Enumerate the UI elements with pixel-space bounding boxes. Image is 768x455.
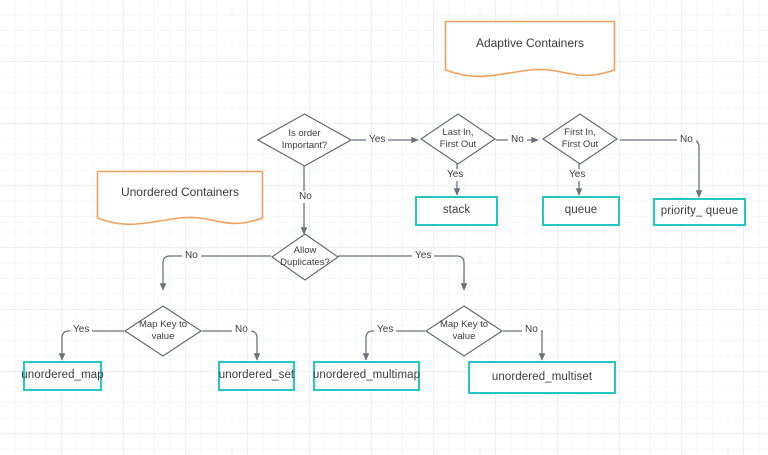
decision-first-in-first-out[interactable]: First In, First Out [542, 113, 618, 165]
decision-line-1: Is order [288, 128, 321, 140]
decision-line-1: Map Key to [439, 319, 489, 331]
terminal-unordered-multiset[interactable]: unordered_multiset [468, 361, 616, 394]
decision-allow-duplicates[interactable]: Allow Duplicates? [271, 233, 339, 281]
terminal-stack-label: stack [442, 204, 471, 217]
edge-label-fifo-yes: Yes [566, 169, 589, 181]
edge-label-mapleft-yes: Yes [70, 324, 93, 336]
wire-allowdup-yes-to-mapright [338, 255, 468, 291]
diamond-shape-first-in-first-out [542, 113, 618, 165]
diamond-shape-map-key-to-value-left [124, 305, 202, 357]
edge-label-dup-yes: Yes [412, 250, 435, 262]
note-unordered-label: Unordered Containers [120, 185, 240, 200]
decision-line-2: value [151, 331, 175, 342]
terminal-unordered-set[interactable]: unordered_set [218, 361, 295, 391]
terminal-stack[interactable]: stack [415, 196, 498, 226]
decision-last-in-first-out-label: Last In, First Out [440, 127, 476, 151]
edge-label-dup-no: No [182, 250, 201, 262]
decision-line-2: First Out [439, 139, 477, 150]
terminal-unordered-map-label: unordered_map [21, 369, 104, 382]
decision-map-key-to-value-left[interactable]: Map Key to value [124, 305, 202, 357]
decision-map-key-to-value-left-label: Map Key to value [139, 319, 187, 343]
edge-label-lifo-no: No [508, 134, 527, 146]
note-adaptive-label: Adaptive Containers [475, 35, 585, 50]
decision-line-1: Map Key to [138, 319, 188, 331]
decision-line-2: First Out [561, 139, 599, 150]
terminal-unordered-multimap[interactable]: unordered_multimap [313, 361, 420, 391]
wire-fifo-to-priorityqueue [620, 139, 703, 198]
decision-last-in-first-out[interactable]: Last In, First Out [420, 113, 496, 165]
decision-line-1: Allow [293, 245, 317, 257]
note-shape-adaptive [444, 20, 616, 78]
terminal-queue-label: queue [564, 204, 598, 217]
decision-allow-duplicates-label: Allow Duplicates? [280, 245, 330, 269]
decision-line-2: Important? [281, 140, 328, 151]
terminal-priority-queue-label: priority_ queue [660, 205, 739, 218]
terminal-priority-queue[interactable]: priority_ queue [653, 198, 746, 226]
diamond-shape-last-in-first-out [420, 113, 496, 165]
edge-label-fifo-no: No [677, 134, 696, 146]
edge-label-is-order-no: No [296, 191, 315, 203]
decision-map-key-to-value-right[interactable]: Map Key to value [425, 305, 503, 357]
terminal-unordered-multimap-label: unordered_multimap [312, 369, 421, 382]
decision-line-1: Last In, [442, 127, 474, 139]
diamond-shape-map-key-to-value-right [425, 305, 503, 357]
edge-label-is-order-yes: Yes [366, 134, 389, 146]
decision-map-key-to-value-right-label: Map Key to value [440, 319, 488, 343]
decision-is-order-important-label: Is order Important? [282, 128, 327, 152]
terminal-unordered-set-label: unordered_set [218, 369, 295, 382]
edge-label-mapright-no: No [522, 324, 541, 336]
terminal-unordered-map[interactable]: unordered_map [21, 361, 104, 391]
terminal-unordered-multiset-label: unordered_multiset [491, 370, 593, 383]
decision-first-in-first-out-label: First In, First Out [562, 127, 598, 151]
edge-label-mapright-yes: Yes [374, 324, 397, 336]
note-adaptive-containers: Adaptive Containers [444, 20, 616, 80]
wire-allowdup-no-to-mapleft [159, 255, 271, 291]
decision-line-2: Duplicates? [280, 257, 330, 268]
note-shape-unordered [96, 170, 264, 226]
decision-line-1: First In, [564, 127, 596, 139]
decision-line-2: value [452, 331, 476, 342]
diamond-shape-allow-duplicates [271, 233, 339, 281]
note-unordered-containers: Unordered Containers [96, 170, 264, 228]
decision-is-order-important[interactable]: Is order Important? [257, 113, 352, 167]
terminal-queue[interactable]: queue [542, 196, 620, 226]
diamond-shape-is-order-important [257, 113, 352, 167]
edge-label-mapleft-no: No [232, 324, 251, 336]
edge-label-lifo-yes: Yes [444, 169, 467, 181]
